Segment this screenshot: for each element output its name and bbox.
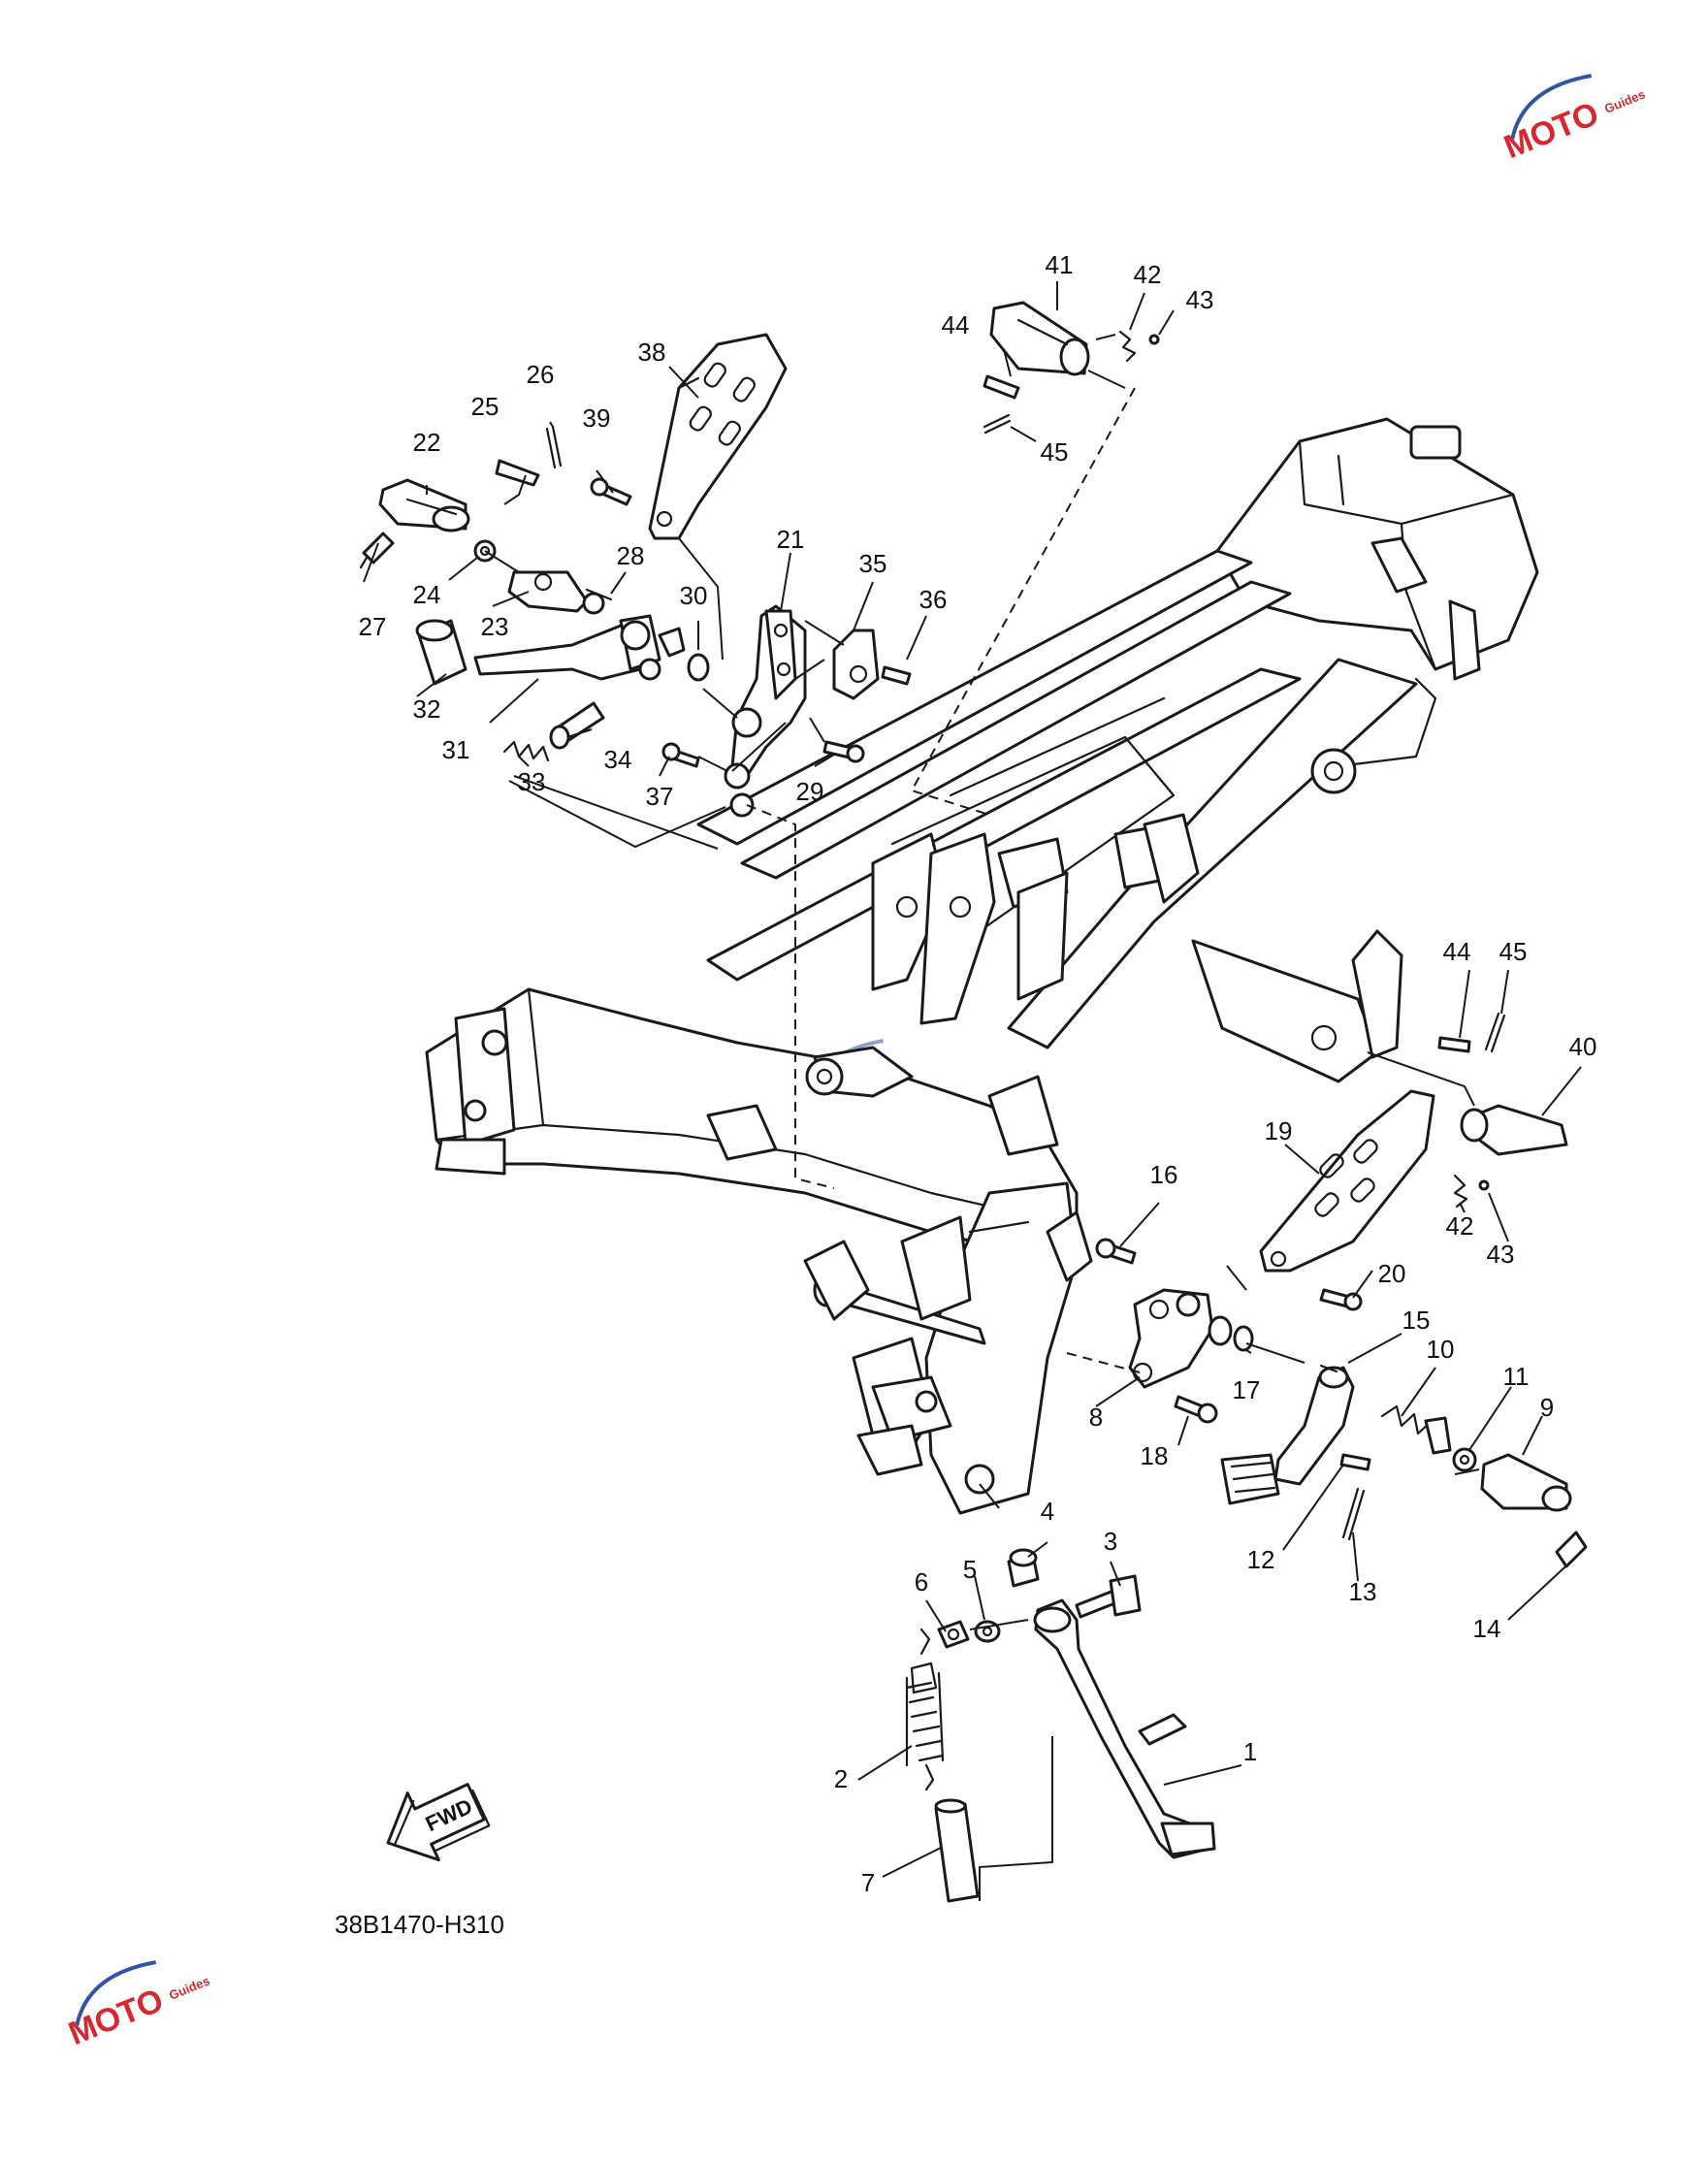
callout-43-right: 43 [1487,1240,1515,1269]
callout-15: 15 [1402,1306,1431,1335]
watermark-logo-bottom: MOTO Guides [63,1960,211,2052]
callout-27: 27 [359,612,387,641]
leader-lines [363,281,1582,1878]
callout-26: 26 [527,360,555,389]
callout-30: 30 [680,581,708,610]
callout-12: 12 [1247,1545,1275,1574]
rear-left-footrest-assembly [983,301,1160,435]
callout-5: 5 [963,1555,977,1584]
callout-22: 22 [413,428,441,457]
callout-10: 10 [1427,1335,1455,1364]
watermark-subtext: Guides [1602,86,1647,115]
callout-34: 34 [604,745,632,774]
callout-8: 8 [1089,1403,1103,1432]
callout-4: 4 [1041,1497,1054,1526]
callout-39: 39 [583,403,611,433]
callout-42-top: 42 [1134,260,1162,289]
callout-41: 41 [1046,250,1074,279]
callout-42-right: 42 [1446,1211,1474,1241]
callout-7: 7 [861,1868,875,1897]
left-footrest-assembly [359,425,613,686]
callout-35: 35 [859,549,887,578]
rear-right-footrest-assembly [1367,1012,1568,1209]
callout-14: 14 [1473,1614,1501,1643]
callout-19: 19 [1265,1116,1293,1145]
callout-17: 17 [1233,1375,1261,1404]
callout-40: 40 [1569,1032,1597,1061]
callout-33: 33 [518,767,546,796]
callout-labels: 1 2 3 4 5 6 7 8 9 10 11 12 13 14 15 16 1… [359,250,1597,1897]
drawing-code: 38B1470-H310 [335,1910,504,1939]
main-frame [425,417,1539,1515]
callout-1: 1 [1243,1737,1257,1766]
callout-11: 11 [1503,1362,1530,1391]
callout-25: 25 [471,392,500,421]
callout-43-top: 43 [1186,285,1214,314]
callout-44-top: 44 [942,310,970,339]
callout-20: 20 [1378,1259,1406,1288]
callout-6: 6 [915,1567,928,1597]
callout-9: 9 [1540,1393,1554,1422]
callout-28: 28 [617,541,645,570]
callout-31: 31 [442,735,470,764]
callout-29: 29 [796,777,824,806]
watermark-brand: MOTO [63,1982,168,2052]
left-bracket-assembly [590,333,912,818]
callout-18: 18 [1141,1441,1169,1470]
callout-36: 36 [919,585,948,614]
callout-3: 3 [1104,1527,1117,1556]
callout-21: 21 [777,525,805,554]
callout-44-right: 44 [1443,937,1471,966]
callout-13: 13 [1349,1577,1377,1606]
callout-37: 37 [646,782,674,811]
watermark-logo-top: MOTO Guides [1499,74,1647,166]
callout-38: 38 [638,338,666,367]
callout-45-right: 45 [1499,937,1528,966]
callout-45-top: 45 [1041,437,1069,467]
callout-16: 16 [1150,1160,1178,1189]
callout-24: 24 [413,580,441,609]
callout-32: 32 [413,694,441,724]
left-pedal-assembly [473,614,686,762]
sidestand-assembly [905,1548,1216,1903]
right-footrest-assembly [1066,1089,1588,1568]
watermark-subtext: Guides [167,1973,211,2002]
callout-2: 2 [834,1764,848,1793]
forward-arrow-icon: FWD [386,1783,491,1862]
callout-23: 23 [481,612,509,641]
watermark-brand: MOTO [1499,95,1603,166]
